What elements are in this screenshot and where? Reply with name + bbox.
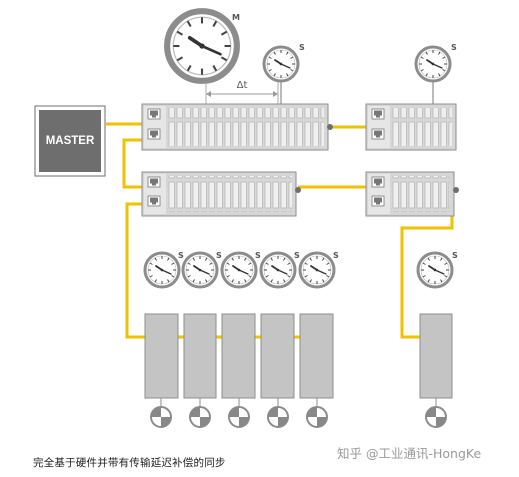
watermark: 知乎 @工业通讯-HongKe	[337, 446, 482, 461]
figure-caption: 完全基于硬件并带有传输延迟补偿的同步	[33, 457, 226, 469]
ethernet-port-icon	[371, 108, 385, 120]
status-pie-icon	[228, 406, 250, 428]
slave-device-5-clock-icon	[298, 251, 336, 289]
ethernet-port-icon	[147, 176, 161, 188]
ethernet-port-icon	[371, 195, 385, 207]
master-clock: M	[167, 11, 240, 81]
switch-2-clock-label: S	[451, 43, 457, 52]
slave-device-2-clock-icon	[181, 251, 219, 289]
ethernet-port-icon	[147, 128, 161, 140]
slave-device-4-clock-label: S	[294, 251, 300, 260]
status-pie-icon	[306, 406, 328, 428]
slave-device-4: S	[259, 251, 300, 428]
delta-t-label: Δt	[237, 80, 248, 91]
master-label: MASTER	[46, 135, 95, 147]
switch-2: S	[365, 43, 457, 151]
switch-3	[141, 171, 301, 217]
master-clock-icon	[167, 11, 237, 81]
switch-2-clock-icon	[414, 45, 452, 83]
delta-t-marker: Δt	[205, 80, 279, 104]
master-node: MASTER	[34, 105, 106, 177]
slave-device-2-clock-label: S	[216, 251, 222, 260]
status-pie-icon	[267, 406, 289, 428]
slave-device-6: S	[416, 251, 458, 428]
slave-device-3-clock-label: S	[255, 251, 261, 260]
network-links	[106, 122, 454, 339]
slave-device-6-clock-icon	[416, 251, 454, 289]
slave-device-5-clock-label: S	[333, 251, 339, 260]
status-pie-icon	[425, 406, 447, 428]
ethernet-port-icon	[371, 128, 385, 140]
slave-device-6-clock-label: S	[452, 251, 458, 260]
slave-device-5: S	[298, 251, 339, 428]
status-pie-icon	[150, 406, 172, 428]
master-clock-label: M	[232, 13, 240, 22]
ethernet-port-icon	[147, 195, 161, 207]
slave-device-1-clock-icon	[143, 251, 181, 289]
slave-device-1: S	[143, 251, 184, 428]
slave-device-3: S	[220, 251, 261, 428]
switch-1-clock-icon	[262, 45, 300, 83]
ethernet-port-icon	[371, 176, 385, 188]
slave-device-1-clock-label: S	[178, 251, 184, 260]
status-pie-icon	[189, 406, 211, 428]
switch-1: S	[141, 43, 333, 151]
slave-device-3-clock-icon	[220, 251, 258, 289]
switch-1-clock-label: S	[299, 43, 305, 52]
slave-device-2: S	[181, 251, 222, 428]
slave-device-4-clock-icon	[259, 251, 297, 289]
switch-4	[365, 171, 459, 217]
ethernet-port-icon	[147, 108, 161, 120]
